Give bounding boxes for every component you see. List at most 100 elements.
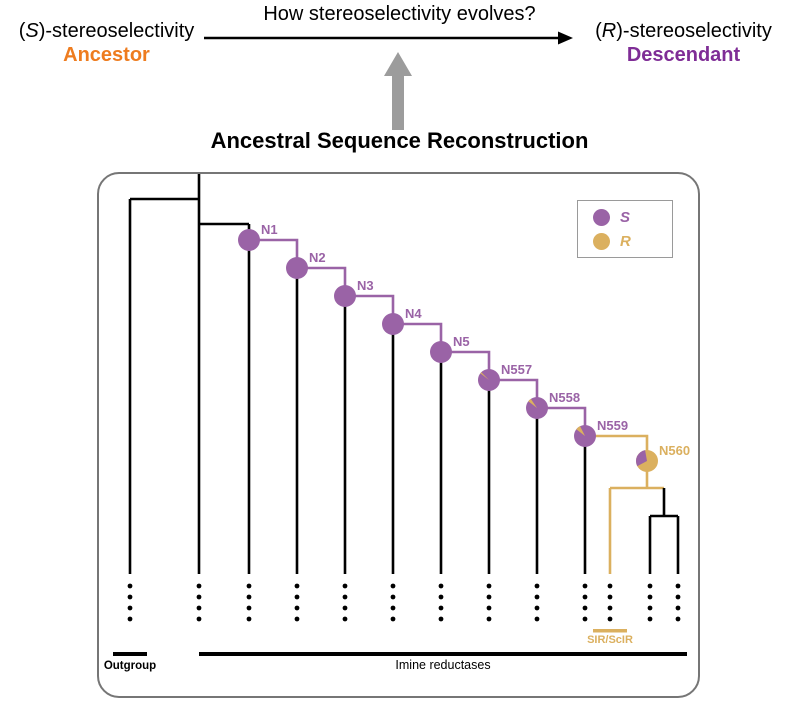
tip-ellipsis-dot (534, 616, 540, 622)
tip-ellipsis-dot (127, 583, 133, 589)
node-label-N557: N557 (501, 362, 532, 377)
tree-node-N4 (382, 313, 404, 335)
tip-ellipsis-dot (294, 594, 300, 600)
pie-wedge (528, 398, 537, 408)
tip-ellipsis-dot (675, 583, 681, 589)
r-selectivity-swatch-icon (593, 232, 610, 250)
tip-ellipsis-dot (534, 594, 540, 600)
legend-r-label: R (620, 232, 631, 250)
tip-ellipsis-dot (607, 583, 613, 589)
tip-ellipsis-dot (647, 594, 653, 600)
node-label-N5: N5 (453, 334, 470, 349)
tip-ellipsis-dot (127, 616, 133, 622)
tip-ellipsis-dot (486, 583, 492, 589)
imine-reductases-bar (199, 652, 687, 656)
paren-open: ( (18, 20, 26, 42)
pie-wedge (480, 372, 489, 380)
tip-ellipsis-dot (438, 616, 444, 622)
tree-node-N5 (430, 341, 452, 363)
tip-ellipsis-dot (582, 583, 588, 589)
s-label-rest: )-stereoselectivity (38, 20, 195, 42)
imine-reductases-label: Imine reductases (395, 658, 490, 672)
descendant-block: (R)-stereoselectivity Descendant (568, 20, 799, 67)
stereo-letter-s: S (25, 20, 39, 42)
node-label-N3: N3 (357, 278, 374, 293)
node-label-N560: N560 (659, 443, 690, 458)
tree-legend: S R (577, 200, 673, 258)
pie-wedge (576, 426, 585, 436)
paren-open: ( (595, 20, 602, 42)
legend-item-s: S (593, 208, 672, 226)
node-label-N2: N2 (309, 250, 326, 265)
tip-ellipsis-dot (342, 594, 348, 600)
ancestor-label: Ancestor (63, 44, 150, 66)
asr-up-arrow-icon (384, 52, 412, 130)
tip-ellipsis-dot (246, 616, 252, 622)
asr-up-arrow-shape (384, 52, 412, 130)
r-stereoselectivity-label: (R)-stereoselectivity (568, 20, 799, 43)
tip-ellipsis-dot (607, 616, 613, 622)
tip-ellipsis-dot (438, 594, 444, 600)
tip-ellipsis-dot (390, 605, 396, 611)
tip-ellipsis-dot (196, 594, 202, 600)
tip-ellipsis-dot (582, 594, 588, 600)
tip-ellipsis-dot (675, 605, 681, 611)
tip-ellipsis-dot (486, 616, 492, 622)
tip-ellipsis-dot (675, 594, 681, 600)
s-stereoselectivity-label: (S)-stereoselectivity (0, 20, 213, 43)
tip-ellipsis-dot (390, 616, 396, 622)
tip-ellipsis-dot (647, 605, 653, 611)
tip-ellipsis-dot (486, 594, 492, 600)
tip-ellipsis-dot (438, 605, 444, 611)
tip-ellipsis-dot (196, 605, 202, 611)
tip-ellipsis-dot (647, 583, 653, 589)
tip-ellipsis-dot (294, 583, 300, 589)
tip-ellipsis-dot (342, 583, 348, 589)
tip-ellipsis-dot (390, 594, 396, 600)
tip-ellipsis-dot (127, 605, 133, 611)
tip-ellipsis-dot (486, 605, 492, 611)
tip-ellipsis-dot (390, 583, 396, 589)
sir-bar (593, 629, 627, 633)
evolution-arrow (204, 31, 573, 45)
tip-ellipsis-dot (647, 616, 653, 622)
stereo-letter-r: R (601, 20, 617, 42)
ancestor-block: (S)-stereoselectivity Ancestor (0, 20, 213, 67)
legend-s-label: S (620, 208, 631, 226)
tip-ellipsis-dot (582, 605, 588, 611)
outgroup-label: Outgroup (104, 660, 156, 672)
tip-ellipsis-dot (607, 594, 613, 600)
tree-node-N3 (334, 285, 356, 307)
tip-ellipsis-dot (246, 583, 252, 589)
evolution-arrowhead-icon (558, 31, 573, 45)
tip-ellipsis-dot (342, 605, 348, 611)
node-label-N4: N4 (405, 306, 422, 321)
tip-ellipsis-dot (294, 605, 300, 611)
tip-ellipsis-dot (582, 616, 588, 622)
asr-title: Ancestral Sequence Reconstruction (210, 128, 589, 153)
tip-ellipsis-dot (294, 616, 300, 622)
tip-ellipsis-dot (438, 583, 444, 589)
tree-node-N2 (286, 257, 308, 279)
sir-scir-label: SIR/ScIR (587, 634, 633, 646)
node-label-N559: N559 (597, 418, 628, 433)
tree-node-N1 (238, 229, 260, 251)
legend-item-r: R (593, 232, 672, 250)
tip-ellipsis-dot (196, 616, 202, 622)
tip-ellipsis-dot (342, 616, 348, 622)
tip-ellipsis-dot (534, 605, 540, 611)
tip-ellipsis-dot (534, 583, 540, 589)
outgroup-bar (113, 652, 147, 656)
node-label-N1: N1 (261, 222, 278, 237)
pie-wedge (636, 450, 647, 467)
descendant-label: Descendant (626, 44, 741, 66)
node-label-N558: N558 (549, 390, 580, 405)
tip-ellipsis-dot (127, 594, 133, 600)
tip-ellipsis-dot (246, 605, 252, 611)
tip-ellipsis-dot (607, 605, 613, 611)
r-label-rest: )-stereoselectivity (616, 20, 772, 42)
s-selectivity-swatch-icon (593, 208, 610, 226)
